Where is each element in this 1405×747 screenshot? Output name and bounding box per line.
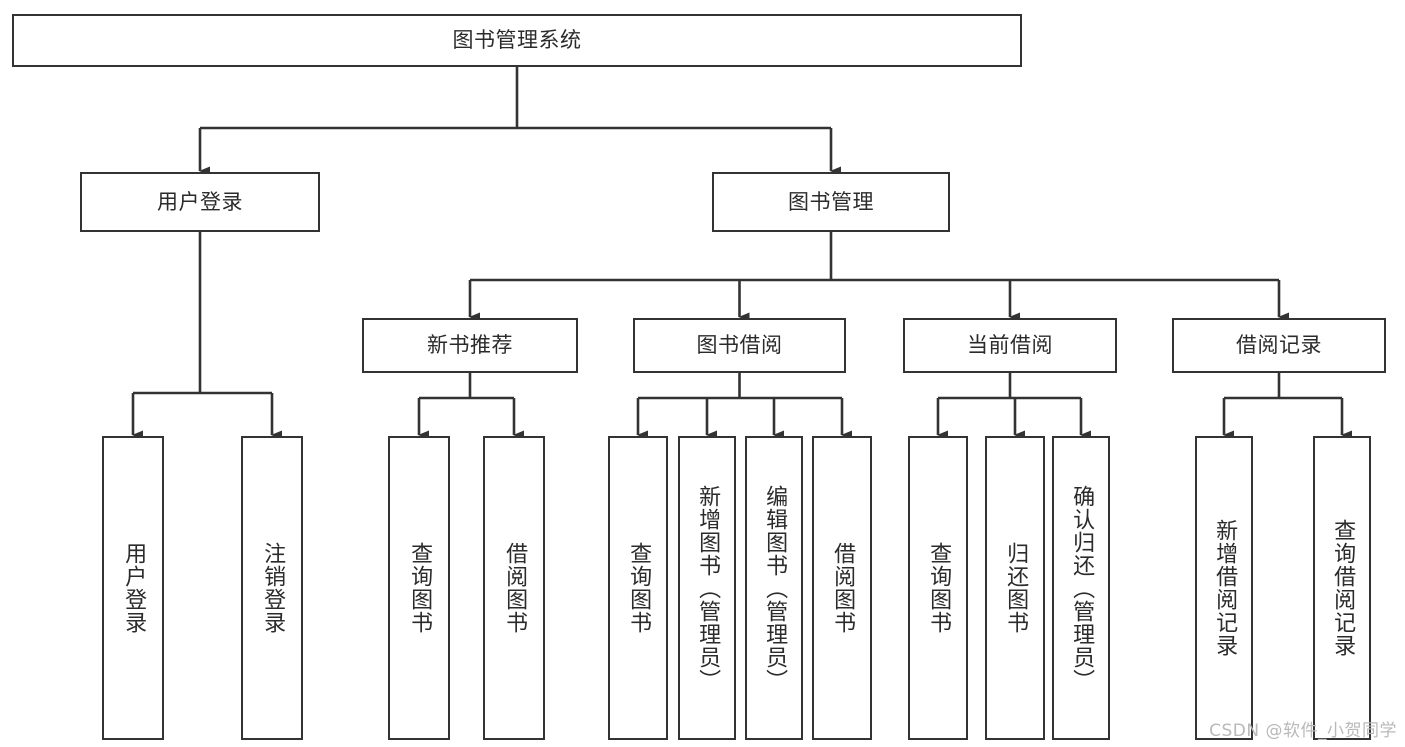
node-label: 借阅图书 bbox=[830, 542, 856, 634]
node-label: 新增图书（管理员） bbox=[695, 484, 721, 692]
node-label: 注销登录 bbox=[260, 542, 286, 634]
node-label: 用户登录 bbox=[121, 542, 147, 634]
node-label: 查询图书 bbox=[926, 542, 952, 634]
node-label: 当前借阅 bbox=[967, 333, 1053, 358]
node-leaf-user-login[interactable]: 用户登录 bbox=[102, 436, 164, 740]
node-leaf-logout[interactable]: 注销登录 bbox=[241, 436, 303, 740]
node-leaf-query-book-1[interactable]: 查询图书 bbox=[388, 436, 450, 740]
node-label: 图书管理系统 bbox=[452, 28, 582, 53]
node-leaf-return-book[interactable]: 归还图书 bbox=[985, 436, 1045, 740]
node-label: 新书推荐 bbox=[427, 333, 513, 358]
node-label: 新增借阅记录 bbox=[1212, 519, 1238, 657]
node-leaf-add-record[interactable]: 新增借阅记录 bbox=[1195, 436, 1253, 740]
node-leaf-query-book-3[interactable]: 查询图书 bbox=[908, 436, 968, 740]
node-leaf-add-book[interactable]: 新增图书（管理员） bbox=[678, 436, 736, 740]
node-label: 归还图书 bbox=[1003, 542, 1029, 634]
node-leaf-query-record[interactable]: 查询借阅记录 bbox=[1313, 436, 1371, 740]
node-label: 图书借阅 bbox=[696, 333, 783, 358]
node-label: 查询图书 bbox=[407, 542, 433, 634]
node-book-manage[interactable]: 图书管理 bbox=[712, 172, 950, 232]
node-label: 编辑图书（管理员） bbox=[762, 484, 788, 692]
node-label: 查询图书 bbox=[626, 542, 652, 634]
node-leaf-query-book-2[interactable]: 查询图书 bbox=[608, 436, 668, 740]
node-current-borrow[interactable]: 当前借阅 bbox=[903, 318, 1117, 373]
node-label: 借阅图书 bbox=[502, 542, 528, 634]
watermark-text: CSDN @软件_小贺同学 bbox=[1209, 721, 1397, 741]
node-label: 用户登录 bbox=[157, 189, 243, 214]
node-root[interactable]: 图书管理系统 bbox=[12, 14, 1022, 67]
node-label: 借阅记录 bbox=[1236, 333, 1322, 358]
node-leaf-borrow-book-2[interactable]: 借阅图书 bbox=[812, 436, 872, 740]
node-leaf-confirm-return[interactable]: 确认归还（管理员） bbox=[1052, 436, 1110, 740]
node-label: 图书管理 bbox=[788, 189, 874, 214]
edges-group bbox=[131, 67, 1352, 440]
node-label: 确认归还（管理员） bbox=[1069, 484, 1095, 692]
node-book-borrow[interactable]: 图书借阅 bbox=[633, 318, 846, 373]
node-label: 查询借阅记录 bbox=[1330, 519, 1356, 657]
node-leaf-borrow-book-1[interactable]: 借阅图书 bbox=[483, 436, 545, 740]
node-new-book-rec[interactable]: 新书推荐 bbox=[362, 318, 578, 373]
node-leaf-edit-book[interactable]: 编辑图书（管理员） bbox=[745, 436, 803, 740]
node-user-login[interactable]: 用户登录 bbox=[80, 172, 320, 232]
node-borrow-record[interactable]: 借阅记录 bbox=[1172, 318, 1386, 373]
